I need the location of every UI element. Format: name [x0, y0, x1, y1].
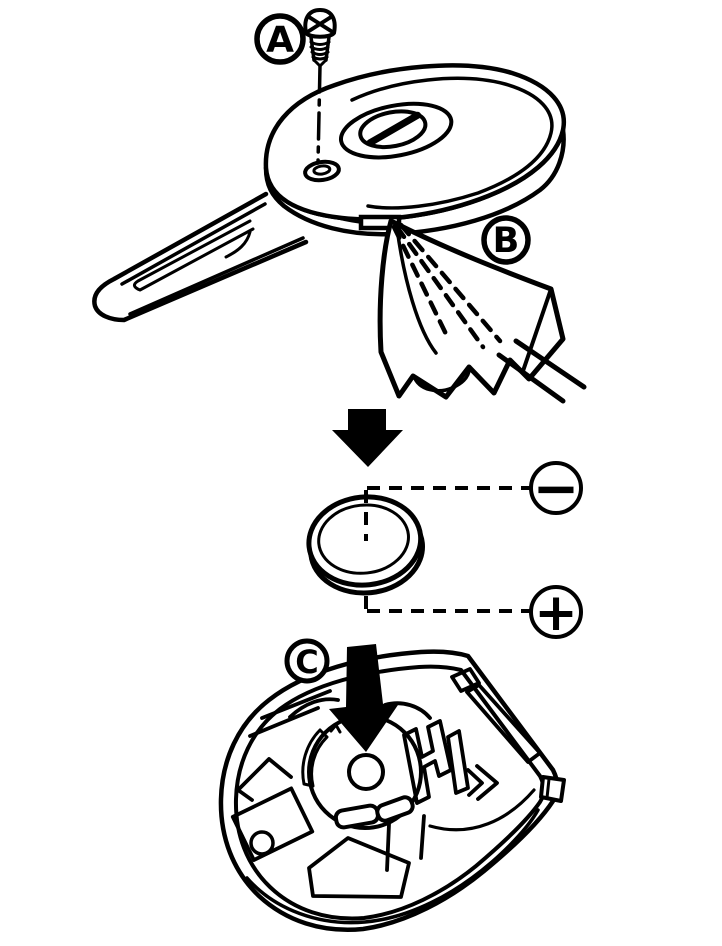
- latch-tab: [539, 775, 566, 803]
- screwdriver-shaft-line-1: [513, 338, 587, 390]
- phillips-screw-icon: [303, 8, 337, 165]
- cover-outline: [218, 649, 560, 932]
- keyfob-back-cover: [218, 649, 566, 932]
- bottom-compartment: [307, 836, 411, 899]
- hidden-screwdriver-dash-3: [398, 222, 503, 344]
- blade-top-bevel-line: [120, 202, 267, 286]
- callout-b-badge: B: [481, 215, 531, 265]
- cloth-fold-crease: [521, 287, 553, 373]
- phillips-cross: [307, 15, 333, 33]
- battery-compartment: [301, 714, 423, 830]
- blade-milling-step: [224, 230, 252, 259]
- negative-symbol: −: [533, 457, 580, 522]
- negative-terminal-badge: −: [529, 457, 583, 522]
- hidden-screwdriver-dash-2: [394, 224, 486, 350]
- screw-leader-line: [316, 64, 322, 165]
- contact-tab-mark: [329, 723, 342, 734]
- blade-groove: [133, 219, 255, 292]
- coin-battery: [306, 494, 426, 596]
- nissan-emblem: [338, 101, 454, 160]
- emblem-bar: [366, 111, 422, 147]
- polarity-leader-lines: [364, 486, 530, 613]
- insert-arrow-icon: [329, 644, 400, 752]
- cloth-wrapped-screwdriver: [377, 218, 587, 404]
- screw-boss-hole: [249, 830, 275, 856]
- key-head: [263, 63, 567, 222]
- blade-bottom-bevel-line: [128, 236, 305, 316]
- screw-hole: [303, 159, 341, 183]
- callout-a-letter: A: [266, 20, 294, 61]
- positive-symbol: +: [534, 583, 578, 643]
- key-blade: [92, 191, 309, 323]
- top-cutout: [450, 667, 481, 693]
- hidden-screwdriver-dash-1: [391, 224, 449, 337]
- chevron-rib: [466, 764, 499, 801]
- side-strip-rib: [465, 683, 542, 764]
- callout-a-badge: A: [254, 13, 306, 65]
- callout-c-badge: C: [284, 638, 330, 684]
- positive-terminal-badge: +: [529, 583, 583, 643]
- down-arrow-icon: [332, 409, 403, 467]
- cover-bottom-rim-line: [245, 808, 540, 925]
- cloth-drape-line: [395, 226, 438, 355]
- compartment-center-hole: [347, 753, 385, 791]
- screwdriver-shaft-line-2: [496, 352, 566, 404]
- cloth-curl: [412, 365, 471, 393]
- contact-spring-left: [301, 728, 329, 788]
- top-face-inner-contour: [350, 76, 554, 210]
- callout-b-letter: B: [493, 221, 520, 261]
- callout-c-letter: C: [295, 643, 318, 681]
